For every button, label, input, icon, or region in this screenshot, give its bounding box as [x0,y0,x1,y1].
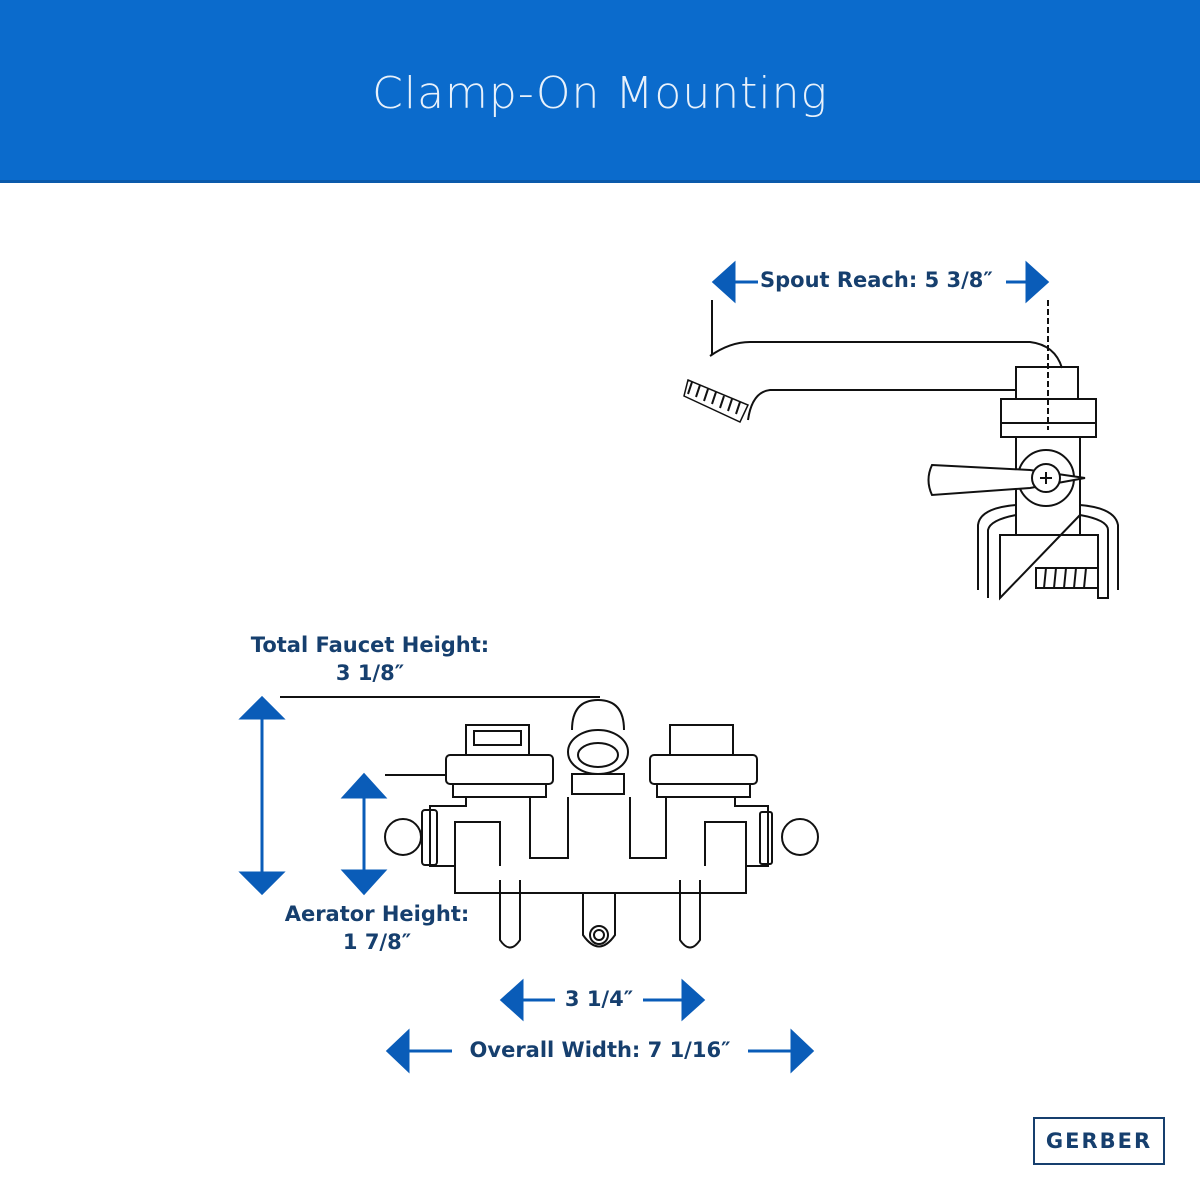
front-view-faucet [280,696,819,949]
header-banner: Clamp-On Mounting [0,0,1200,183]
side-view-faucet [683,300,1119,601]
aerator-height-arrow [340,772,388,896]
total-height-value: 3 1/8″ [335,661,405,685]
aerator-height-value: 1 7/8″ [342,930,412,954]
total-height-arrow [238,695,286,896]
lever-handle-icon [927,463,1086,497]
center-spacing-arrow [499,978,706,1022]
gerber-logo: GERBER [1033,1117,1165,1165]
overall-width-label: Overall Width: 7 1/16″ [469,1038,731,1062]
aerator-height-label: Aerator Height: [284,902,470,926]
center-spacing-label: 3 1/4″ [564,987,634,1011]
total-height-label: Total Faucet Height: [250,633,490,657]
page-title: Clamp-On Mounting [372,68,828,119]
spout-reach-label: Spout Reach: 5 3/8″ [760,268,993,292]
overall-width-arrow [385,1028,815,1074]
spout-reach-arrow [711,260,1050,304]
screw-icon [1040,472,1052,484]
